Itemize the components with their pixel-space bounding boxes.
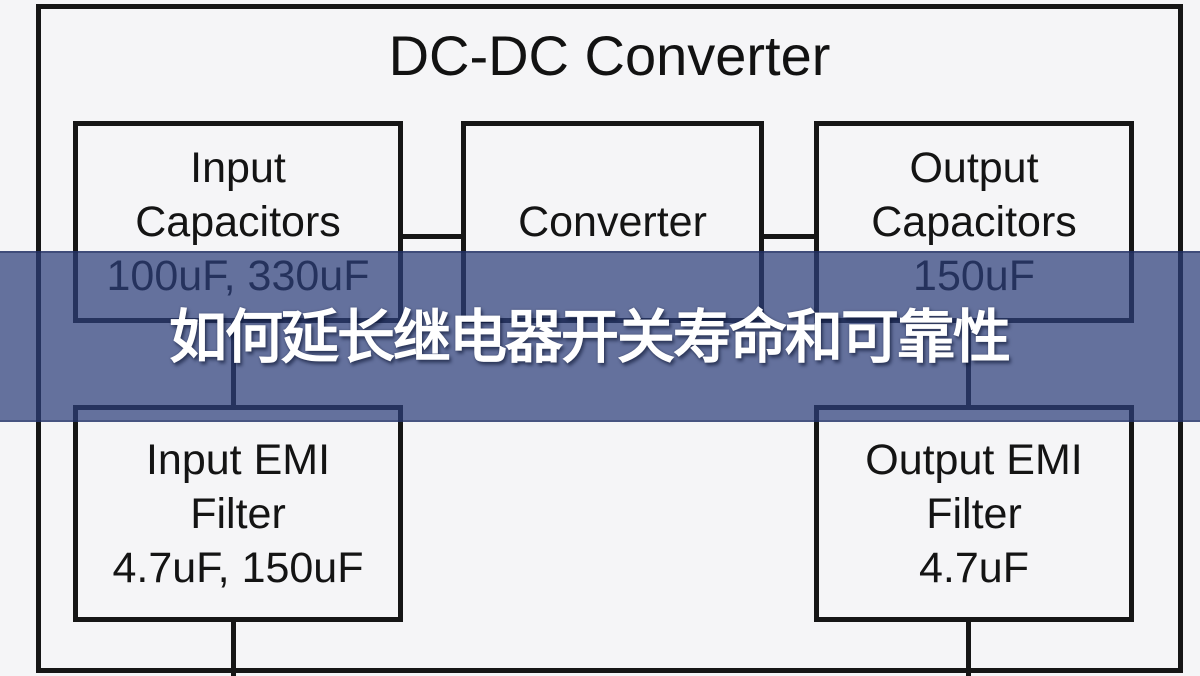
block-label-line: Capacitors	[135, 198, 341, 246]
connector-converter-outputcap	[762, 234, 816, 239]
diagram-title: DC-DC Converter	[388, 24, 831, 87]
block-label-line: Converter	[518, 198, 707, 246]
block-label-line: Input EMI	[145, 435, 331, 484]
block-label-line: Output EMI	[865, 435, 1083, 484]
block-label-line: Capacitors	[871, 198, 1077, 246]
block-label-line: Input	[190, 144, 286, 192]
block-value: 4.7uF, 150uF	[112, 543, 364, 592]
block-input-emi-filter: Input EMI Filter 4.7uF, 150uF	[73, 405, 403, 622]
block-label-line: Filter	[926, 489, 1022, 538]
overlay-banner-text: 如何延长继电器开关寿命和可靠性	[168, 304, 1011, 370]
block-output-emi-filter: Output EMI Filter 4.7uF	[814, 405, 1134, 622]
overlay-banner: 如何延长继电器开关寿命和可靠性	[0, 251, 1200, 422]
block-label-line: Filter	[190, 489, 286, 538]
lead-output-emi-bottom	[966, 618, 971, 676]
lead-input-emi-bottom	[231, 618, 236, 676]
connector-inputcap-converter	[400, 234, 463, 239]
block-label-line: Output	[909, 144, 1039, 192]
block-value: 4.7uF	[919, 543, 1029, 592]
